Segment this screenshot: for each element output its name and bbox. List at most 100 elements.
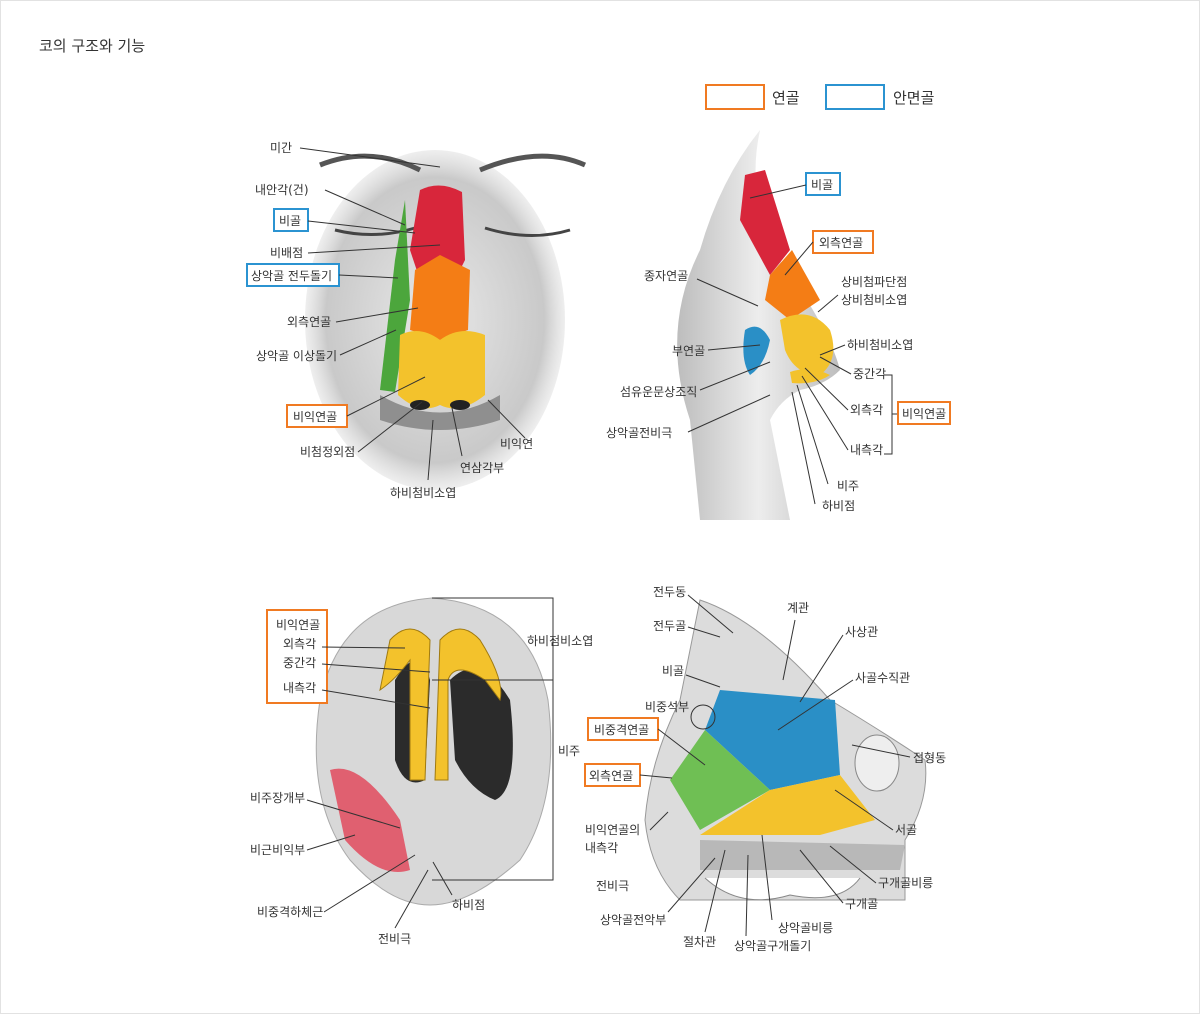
- septum-label-frontal-bone: 전두골: [653, 619, 686, 633]
- side-medial-crus-yellow: [790, 369, 830, 384]
- septum-label-premaxilla: 상악골전악부: [600, 913, 666, 927]
- right-eyebrow: [479, 153, 587, 173]
- side-upper-lateral-orange: [765, 250, 820, 320]
- front-label-infratip-lobule: 하비첨비소엽: [390, 486, 456, 500]
- septum-view-illustration: [644, 599, 927, 901]
- page-title: 코의 구조와 기능: [39, 37, 146, 55]
- septum-label-alar-medial-1: 비익연골의: [585, 823, 640, 837]
- septum-label-vomer: 서골: [895, 823, 917, 837]
- septum-label-maxillary-crest: 상악골비릉: [778, 921, 833, 935]
- right-nostril: [450, 400, 470, 410]
- septum-label-crista-galli: 계관: [787, 601, 809, 615]
- side-label-subnasale: 하비점: [822, 499, 855, 513]
- teeth-row: [704, 877, 861, 901]
- basal-label-anterior-nasal-spine: 전비극: [378, 932, 411, 946]
- basal-right-nostril: [450, 668, 513, 800]
- side-label-middle-crus: 중간각: [853, 367, 886, 381]
- basal-label-columella: 비주: [558, 744, 580, 758]
- basal-label-depressor-septi: 비중격하체근: [257, 905, 323, 919]
- palate-grey: [700, 840, 905, 870]
- right-eyelid: [484, 226, 571, 237]
- side-label-anterior-nasal-spine: 상악골전비극: [606, 426, 672, 440]
- front-label-nasal-bone: 비골: [279, 214, 301, 228]
- basal-muscle-red: [330, 768, 410, 872]
- septum-label-alar-medial-2: 내측각: [585, 841, 618, 855]
- basal-label-infratip-lobule: 하비첨비소엽: [527, 634, 593, 648]
- front-view-labels: 미간 내안각(건) 비골 비배점 상악골 전두돌기 외측연골 상악골 이상돌기 …: [246, 141, 533, 500]
- front-label-upper-lateral: 외측연골: [287, 315, 331, 329]
- side-label-fibrous-tissue: 섬유운문상조직: [620, 385, 697, 399]
- septum-label-perpendicular-plate: 사골수직관: [855, 671, 910, 685]
- basal-label-columella-flare: 비주장개부: [250, 791, 305, 805]
- side-label-medial-crus: 내측각: [850, 443, 883, 457]
- septum-label-upper-lateral: 외측연골: [589, 769, 633, 783]
- front-label-piriform-process: 상악골 이상돌기: [256, 349, 337, 363]
- side-profile-skin: [677, 130, 840, 520]
- front-label-glabella: 미간: [270, 141, 292, 155]
- side-view-labels: 비골 외측연골 종자연골 상비첨파단점 상비첨비소엽 부연골 하비첨비소엽 섬유…: [606, 172, 951, 513]
- basal-label-medial-crus: 내측각: [283, 681, 316, 695]
- front-label-tip-defining-point: 비첨정외점: [300, 445, 355, 459]
- side-label-supratip-break: 상비첨파단점: [841, 275, 907, 289]
- legend: 연골 안면골: [705, 84, 934, 110]
- side-accessory-cartilage-blue: [743, 326, 770, 375]
- septum-label-anterior-spine: 전비극: [596, 879, 629, 893]
- legend-cartilage-label: 연골: [772, 89, 800, 107]
- side-label-supratip-lobule: 상비첨비소엽: [841, 293, 907, 307]
- basal-right-crus-yellow: [434, 628, 502, 781]
- septum-label-palatine-crest: 구개골비릉: [878, 876, 933, 890]
- side-label-sesamoid: 종자연골: [644, 269, 688, 283]
- basal-nose-outline: [315, 597, 552, 906]
- side-nasal-bone-red: [740, 170, 790, 275]
- septum-label-septal-cartilage: 비중격연골: [594, 723, 649, 737]
- legend-bone-label: 안면골: [893, 89, 934, 107]
- front-label-frontal-process: 상악골 전두돌기: [251, 269, 332, 283]
- nasal-bone-red: [410, 185, 465, 280]
- legend-bone-swatch: [825, 84, 885, 110]
- septum-label-frontal-sinus: 전두동: [653, 585, 686, 599]
- side-label-infratip-lobule: 하비첨비소엽: [847, 338, 913, 352]
- side-label-columella: 비주: [837, 479, 859, 493]
- upper-lateral-cartilage-orange: [410, 255, 470, 340]
- basal-label-alar-base: 비근비익부: [250, 843, 305, 857]
- side-view-illustration: [677, 130, 840, 520]
- nostril-base-grey: [380, 395, 500, 430]
- front-view-illustration: [305, 150, 587, 490]
- left-eyelid: [334, 226, 416, 236]
- front-label-alar-rim: 비익연: [500, 437, 533, 451]
- septum-view-labels: 전두동 계관 전두골 사상관 비골 사골수직관 비중석부 비중격연골 접형동 외…: [584, 585, 946, 953]
- basal-label-middle-crus: 중간각: [283, 656, 316, 670]
- left-eyebrow: [319, 153, 422, 173]
- septum-label-nasal-bone: 비골: [662, 664, 684, 678]
- side-label-accessory-cartilage: 부연골: [672, 344, 705, 358]
- perpendicular-plate-blue: [705, 690, 840, 790]
- basal-left-crus-yellow: [379, 628, 431, 781]
- front-label-soft-triangle: 연삼각부: [460, 461, 504, 475]
- septum-label-incisive-canal: 절차관: [683, 935, 716, 949]
- basal-view-labels: 비익연골 외측각 중간각 내측각 하비첨비소엽 비주 비주장개부 비근비익부 비…: [250, 597, 593, 946]
- basal-view-illustration: [315, 597, 552, 906]
- side-alar-cartilage-yellow: [780, 314, 834, 375]
- keystone-circle: [690, 704, 716, 730]
- legend-cartilage-swatch: [705, 84, 765, 110]
- basal-label-alar-cartilage: 비익연골: [276, 618, 320, 632]
- front-label-medial-canthus: 내안각(건): [255, 183, 309, 197]
- alar-cartilage-yellow: [398, 331, 485, 409]
- septum-label-keystone: 비중석부: [645, 700, 689, 714]
- side-label-upper-lateral: 외측연골: [819, 236, 863, 250]
- basal-label-lateral-crus: 외측각: [283, 637, 316, 651]
- side-label-nasal-bone: 비골: [811, 178, 833, 192]
- front-label-rhinion: 비배점: [270, 246, 303, 260]
- septal-cartilage-green: [670, 730, 770, 830]
- septum-label-cribriform: 사상관: [845, 625, 878, 639]
- front-label-alar-cartilage: 비익연골: [293, 410, 337, 424]
- basal-label-subnasale: 하비점: [452, 898, 485, 912]
- side-label-alar-cartilage: 비익연골: [902, 407, 946, 421]
- septum-label-palatine-process: 상악골구개돌기: [734, 939, 811, 953]
- septum-label-sphenoid-sinus: 접형동: [913, 751, 946, 765]
- side-label-lateral-crus: 외측각: [850, 403, 883, 417]
- septum-label-palatine-bone: 구개골: [845, 897, 878, 911]
- sphenoid-sinus: [854, 734, 900, 792]
